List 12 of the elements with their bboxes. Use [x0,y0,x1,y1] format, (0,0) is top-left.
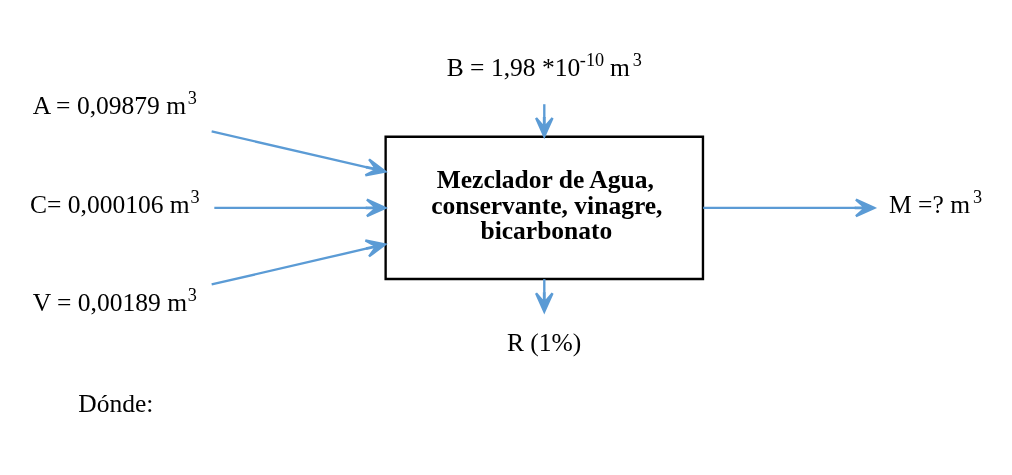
node-text: R (1%) [506,327,582,357]
node-text: B = 1,98 *10$^{-10}$ m$^{3}$ [446,49,642,82]
node-text: A = 0,09879 m$^{3}$ [32,87,197,120]
node-text: M =? m$^{3}$ [889,186,982,219]
arrow [211,238,387,286]
arrow [214,198,387,217]
arrow [211,129,387,177]
node-text: C= 0,000106 m$^{3}$ [29,186,200,219]
arrow [703,198,876,217]
label: Dónde: [78,388,154,418]
node-text: V = 0,00189 m$^{3}$ [32,284,197,317]
node-box: Mezclador de Agua, conservante, vinagre, bicarbonato [384,135,705,280]
